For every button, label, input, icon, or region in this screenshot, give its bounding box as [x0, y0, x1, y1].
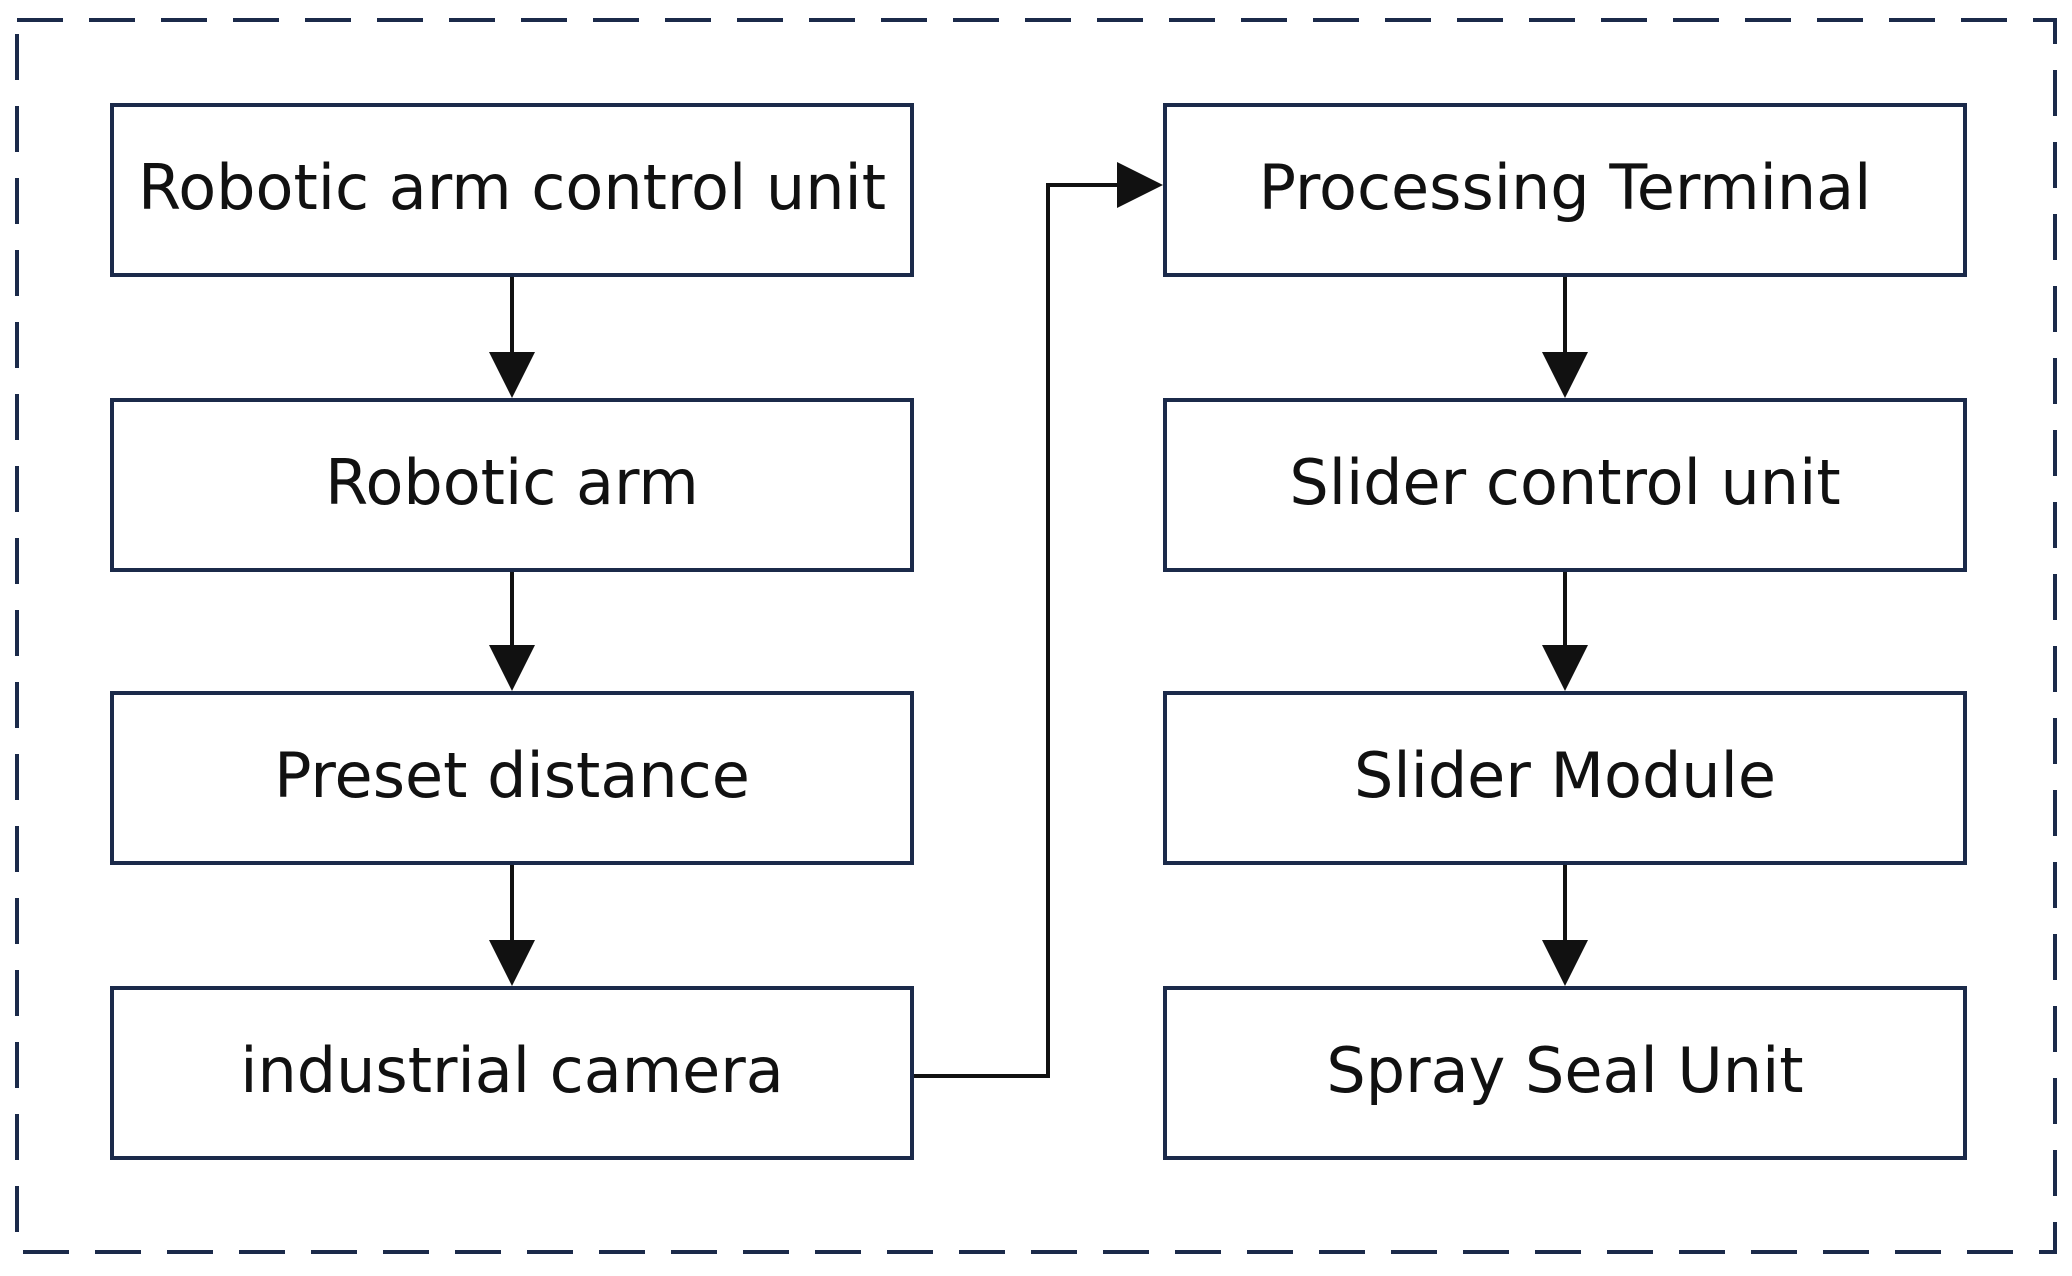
arrowhead-slider-control-unit-to-slider-module [1542, 645, 1588, 691]
node-label-slider-module: Slider Module [1354, 739, 1776, 812]
node-box-preset-distance [110, 691, 914, 865]
arrowhead-robotic-arm-control-unit-to-robotic-arm [489, 352, 535, 398]
node-box-slider-module [1163, 691, 1967, 865]
arrowhead-industrial-camera-to-processing-terminal [1117, 162, 1163, 208]
node-box-spray-seal-unit [1163, 986, 1967, 1160]
node-box-processing-terminal [1163, 103, 1967, 277]
arrowhead-processing-terminal-to-slider-control-unit [1542, 352, 1588, 398]
arrowhead-slider-module-to-spray-seal-unit [1542, 940, 1588, 986]
dashed-outer-frame [15, 18, 2057, 1254]
edges-layer [489, 162, 1588, 1078]
node-box-slider-control-unit [1163, 398, 1967, 572]
node-box-robotic-arm [110, 398, 914, 572]
node-label-robotic-arm: Robotic arm [325, 446, 699, 519]
node-slider-module: Slider Module [1163, 691, 1967, 865]
node-preset-distance: Preset distance [110, 691, 914, 865]
node-label-spray-seal-unit: Spray Seal Unit [1326, 1034, 1803, 1107]
node-slider-control-unit: Slider control unit [1163, 398, 1967, 572]
node-processing-terminal: Processing Terminal [1163, 103, 1967, 277]
node-robotic-arm-control-unit: Robotic arm control unit [110, 103, 914, 277]
node-label-slider-control-unit: Slider control unit [1289, 446, 1840, 519]
node-label-industrial-camera: industrial camera [240, 1034, 784, 1107]
node-robotic-arm: Robotic arm [110, 398, 914, 572]
arrowhead-robotic-arm-to-preset-distance [489, 645, 535, 691]
arrowhead-preset-distance-to-industrial-camera [489, 940, 535, 986]
node-label-preset-distance: Preset distance [274, 739, 750, 812]
node-box-industrial-camera [110, 986, 914, 1160]
node-label-robotic-arm-control-unit: Robotic arm control unit [138, 151, 886, 224]
edge-industrial-camera-to-processing-terminal [912, 183, 1123, 1078]
node-spray-seal-unit: Spray Seal Unit [1163, 986, 1967, 1160]
node-box-robotic-arm-control-unit [110, 103, 914, 277]
node-industrial-camera: industrial camera [110, 986, 914, 1160]
node-label-processing-terminal: Processing Terminal [1259, 151, 1872, 224]
